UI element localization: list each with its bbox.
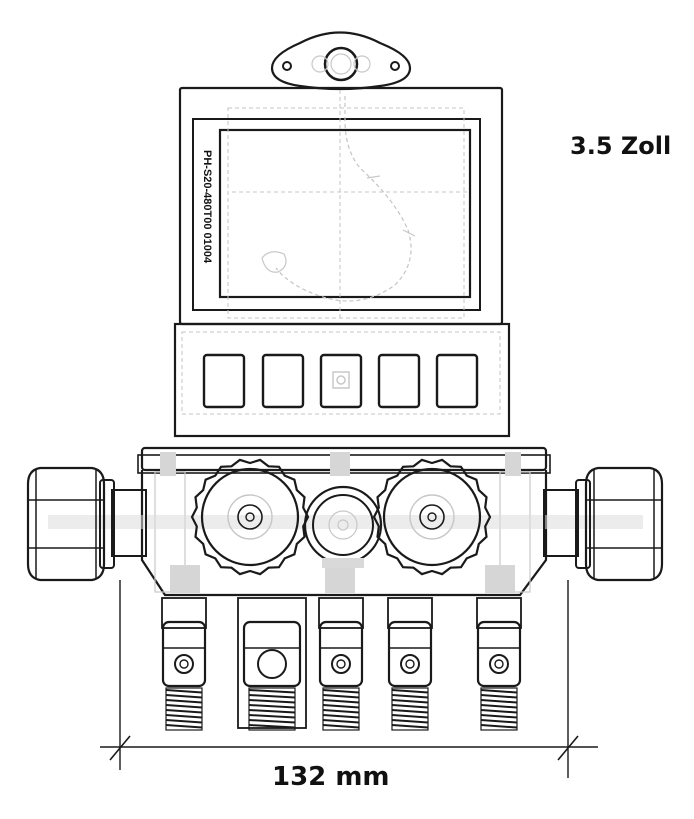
valve-knob bbox=[372, 458, 492, 576]
right-side-connector bbox=[543, 466, 664, 582]
keypad-button bbox=[202, 353, 246, 409]
left-side-connector bbox=[26, 466, 147, 582]
screen-size-label: 3.5 Zoll bbox=[570, 132, 672, 160]
valve-knobs bbox=[190, 458, 492, 576]
valve-knob bbox=[190, 458, 310, 576]
gauge-housing bbox=[178, 86, 504, 326]
button-panel bbox=[173, 322, 511, 438]
hose-port bbox=[318, 597, 364, 731]
hose-ports bbox=[161, 597, 522, 731]
width-dimension-label: 132 mm bbox=[272, 762, 390, 792]
hose-port bbox=[387, 597, 433, 731]
width-dimension-line bbox=[100, 580, 598, 778]
keypad-button bbox=[261, 353, 305, 409]
keypad-button bbox=[377, 353, 421, 409]
hose-port bbox=[161, 597, 207, 731]
model-code: PH-S20-480T00 01004 bbox=[201, 150, 213, 264]
sight-glass bbox=[303, 485, 383, 568]
keypad-button bbox=[319, 353, 363, 409]
hose-port bbox=[476, 597, 522, 731]
keypad-button bbox=[435, 353, 479, 409]
button-row bbox=[202, 353, 479, 409]
hose-port bbox=[237, 597, 307, 731]
manifold-body bbox=[48, 446, 643, 597]
lcd-display bbox=[261, 96, 416, 302]
hanging-hook bbox=[270, 31, 412, 91]
